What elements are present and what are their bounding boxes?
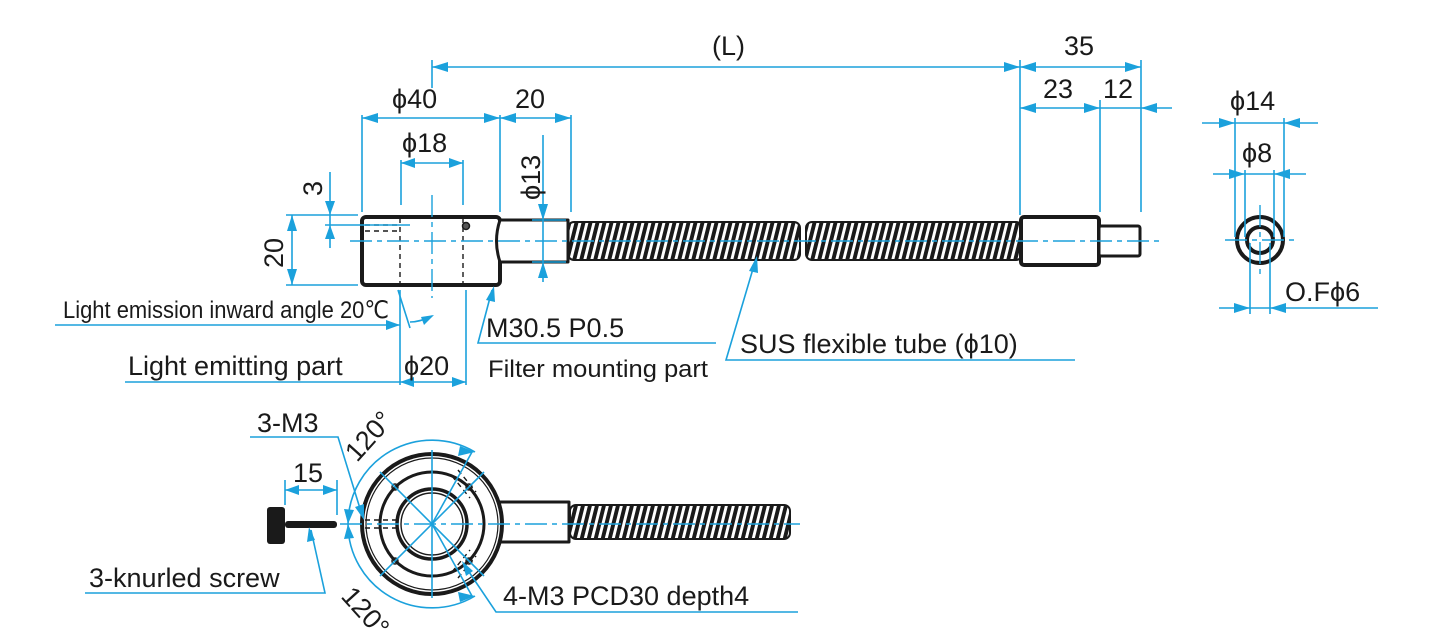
dim-neck-diameter: ϕ13 <box>516 155 546 200</box>
dim-head-height: 20 <box>259 238 289 268</box>
knurled-screw-head <box>267 507 285 544</box>
flexible-tube-front <box>569 504 791 540</box>
neck-front <box>493 500 571 544</box>
dim-emitting-diameter: ϕ20 <box>404 351 449 381</box>
light-head-body <box>360 215 502 287</box>
callout-emitting-part: Light emitting part <box>128 351 343 381</box>
knurled-screw-shaft <box>285 521 337 528</box>
dim-angle-top: 120° <box>339 405 399 467</box>
dim-end-mid: ϕ8 <box>1242 138 1272 168</box>
callout-emission-angle: Light emission inward angle 20℃ <box>63 297 389 324</box>
set-screw-hole <box>461 221 471 231</box>
end-view: ϕ14 ϕ8 O.Fϕ6 <box>1202 86 1378 314</box>
callout-knurled-screw: 3-knurled screw <box>89 563 280 593</box>
callout-tapped-holes: 4-M3 PCD30 depth4 <box>503 581 749 611</box>
dim-angle-bottom: 120° <box>336 581 396 637</box>
dim-connector-tip: 12 <box>1103 74 1133 104</box>
dim-fiber: O.Fϕ6 <box>1285 277 1360 307</box>
dim-end-outer: ϕ14 <box>1230 86 1275 116</box>
dim-overall-length: (L) <box>712 31 745 61</box>
dim-connector-length: 35 <box>1064 31 1094 61</box>
callout-m3: 3-M3 <box>257 408 319 438</box>
dim-connector-body: 23 <box>1043 74 1073 104</box>
dim-screw-protrusion: 15 <box>293 458 323 488</box>
side-view: (L) 35 23 12 ϕ40 20 ϕ18 ϕ13 20 3 ϕ20 Lig… <box>55 31 1172 387</box>
callout-filter-mount: Filter mounting part <box>488 356 708 383</box>
callout-tube: SUS flexible tube (ϕ10) <box>740 329 1018 359</box>
dim-offset: 3 <box>298 181 328 196</box>
front-view: 15 120° 120° 3-M3 3-knurled screw 4-M3 P… <box>85 405 800 637</box>
callout-thread: M30.5 P0.5 <box>486 313 624 343</box>
dim-inner-diameter: ϕ18 <box>402 128 447 158</box>
dim-neck-length: 20 <box>515 84 545 114</box>
dim-head-diameter: ϕ40 <box>392 84 437 114</box>
